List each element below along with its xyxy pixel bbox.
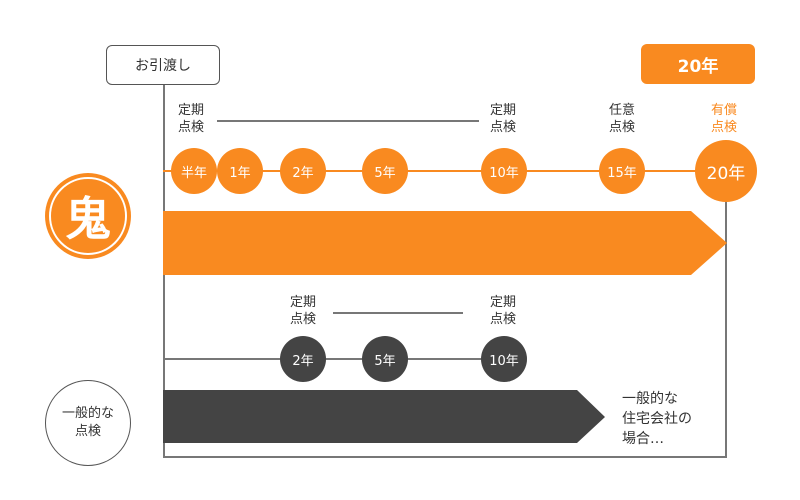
oni-badge: 鬼 <box>45 173 131 259</box>
oni-milestone-10: 10年 <box>481 148 527 194</box>
general-two-year-label: 定期 点検 <box>289 295 316 327</box>
general-note: 一般的な 住宅会社の 場合… <box>622 391 692 447</box>
oni-milestone-5: 5年 <box>362 148 408 194</box>
end-axis-line <box>725 200 727 457</box>
general-arrow <box>163 390 605 443</box>
oni-timeline-line <box>163 170 725 172</box>
oni-half-year-label: 定期 点検 <box>177 103 204 135</box>
oni-milestone-20: 20年 <box>695 140 757 202</box>
twenty-year-box: 20年 <box>641 44 755 84</box>
oni-label-connector <box>217 120 479 122</box>
oni-milestone-2: 2年 <box>280 148 326 194</box>
general-milestone-2: 2年 <box>280 336 326 382</box>
general-milestone-5: 5年 <box>362 336 408 382</box>
general-ten-year-label: 定期 点検 <box>489 295 516 327</box>
oni-milestone-1: 1年 <box>217 148 263 194</box>
oni-arrow-shape <box>163 211 727 275</box>
oni-badge-char: 鬼 <box>49 177 127 255</box>
general-timeline-line <box>163 358 503 360</box>
oni-ten-year-label: 定期 点検 <box>489 103 516 135</box>
handover-box: お引渡し <box>106 45 220 85</box>
oni-milestone-half: 半年 <box>171 148 217 194</box>
oni-twenty-year-label: 有償 点検 <box>710 103 737 135</box>
general-label-connector <box>333 312 463 314</box>
oni-arrow <box>163 211 727 275</box>
oni-milestone-15: 15年 <box>599 148 645 194</box>
general-milestone-10: 10年 <box>481 336 527 382</box>
general-badge: 一般的な 点検 <box>45 380 131 466</box>
oni-fifteen-year-label: 任意 点検 <box>608 103 635 135</box>
baseline <box>163 456 727 458</box>
general-arrow-shape <box>163 390 605 443</box>
